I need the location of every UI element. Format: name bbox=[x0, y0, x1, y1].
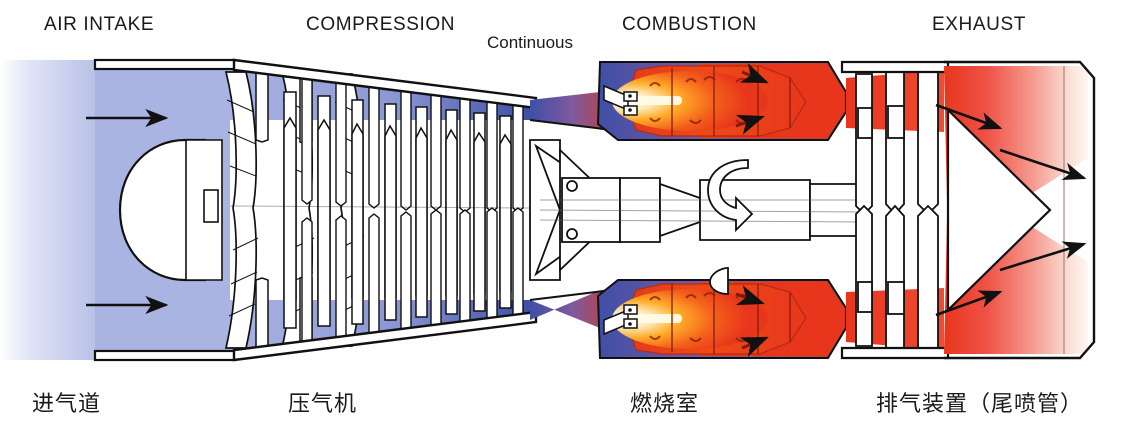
label-combustor-cn: 燃烧室 bbox=[630, 392, 700, 417]
central-shaft-assembly bbox=[529, 139, 869, 281]
fuel-injector-top bbox=[603, 84, 638, 116]
hub-bearing bbox=[203, 189, 219, 223]
exhaust-arrow-lower-inner bbox=[935, 290, 1003, 317]
exhaust-arrow-lower-outer bbox=[999, 241, 1087, 272]
air-intake-assembly bbox=[93, 58, 237, 362]
exhaust-arrow-upper-outer bbox=[999, 148, 1087, 181]
compressor-stages bbox=[229, 77, 531, 343]
combustor-can-top bbox=[612, 63, 807, 137]
exhaust-cone bbox=[946, 107, 1052, 313]
label-intake-cn: 进气道 bbox=[32, 392, 102, 417]
flow-arrows bbox=[86, 103, 1087, 317]
exhaust-arrow-upper-inner bbox=[935, 103, 1003, 130]
label-air-intake: AIR INTAKE bbox=[44, 14, 155, 35]
exhaust-nozzle bbox=[944, 60, 1096, 360]
label-compression: COMPRESSION bbox=[306, 14, 456, 35]
label-nozzle-cn: 排气装置（尾喷管） bbox=[876, 392, 1084, 417]
turbine-casing-top bbox=[840, 60, 950, 74]
fuel-injector-bottom bbox=[603, 304, 638, 336]
intake-casing-bottom bbox=[93, 349, 237, 362]
label-continuous: Continuous bbox=[487, 33, 574, 52]
rotation-arrow-icon bbox=[707, 159, 754, 295]
nozzle-outer-wall bbox=[944, 60, 1096, 360]
turbine-blades bbox=[855, 69, 939, 351]
label-compressor-cn: 压气机 bbox=[288, 392, 358, 417]
turbine-casing-bottom bbox=[840, 346, 950, 360]
intake-casing-top bbox=[93, 58, 237, 71]
combustion-section bbox=[596, 61, 847, 359]
turbine-section bbox=[840, 60, 950, 360]
compressor-hub bbox=[229, 205, 531, 209]
label-exhaust: EXHAUST bbox=[932, 14, 1026, 35]
fan-blade-stage-1 bbox=[224, 71, 259, 349]
combustor-can-bottom bbox=[612, 283, 807, 357]
label-combustion: COMBUSTION bbox=[622, 14, 757, 35]
